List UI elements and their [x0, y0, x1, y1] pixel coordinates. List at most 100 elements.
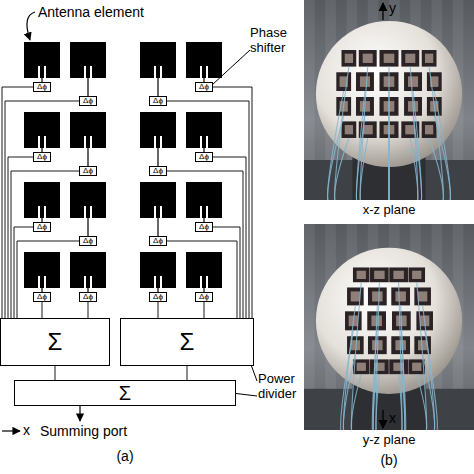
conformal-patch — [370, 359, 389, 374]
coax-cable — [423, 305, 435, 430]
photograph — [304, 0, 474, 200]
coax-cable — [343, 354, 355, 430]
phase-shifter-box: Δϕ — [195, 152, 213, 162]
inset-slot — [84, 136, 86, 148]
conformal-patch — [341, 121, 356, 138]
patch-center — [357, 271, 366, 279]
phase-shift-symbol: Δϕ — [153, 167, 163, 175]
inset-slot — [160, 136, 162, 148]
phase-shifter-box: Δϕ — [33, 82, 51, 92]
coax-cable — [360, 138, 368, 200]
inset-slot — [200, 66, 202, 78]
coax-cable — [425, 330, 438, 430]
coax-cable — [373, 354, 377, 430]
feed-line — [87, 66, 88, 96]
inset-slot — [206, 276, 208, 288]
feed-wire — [42, 302, 43, 318]
inset-slot — [44, 136, 46, 148]
conformal-patch — [368, 287, 387, 305]
conformal-patch — [379, 50, 398, 67]
feed-line — [203, 136, 204, 152]
coax-cable — [335, 138, 349, 200]
phase-shifter-box: Δϕ — [195, 222, 213, 232]
conformal-patch — [427, 72, 442, 91]
axis-arrow — [382, 410, 383, 428]
phase-shift-symbol: Δϕ — [83, 293, 93, 301]
inset-slot — [200, 276, 202, 288]
phase-shifter-box: Δϕ — [195, 292, 213, 302]
patch-center — [418, 291, 427, 301]
phase-shifter-box: Δϕ — [195, 82, 213, 92]
inset-slot — [84, 276, 86, 288]
feed-wire — [8, 157, 33, 318]
panel-label: (a) — [110, 448, 140, 464]
phase-shifter-box: Δϕ — [33, 152, 51, 162]
callout-label: Phase shifter — [250, 26, 300, 56]
conformal-patch — [347, 287, 364, 305]
inset-slot — [154, 276, 156, 288]
axis-label: x — [389, 410, 403, 426]
axis-label: x — [23, 422, 37, 438]
feed-line — [87, 206, 88, 236]
conformal-patch — [353, 267, 370, 282]
inset-slot — [154, 136, 156, 148]
feed-wire — [88, 302, 89, 318]
conformal-patch — [370, 267, 389, 282]
feed-line — [203, 206, 204, 222]
coax-cable — [388, 91, 389, 200]
feed-line — [41, 276, 42, 292]
patch-center — [408, 76, 418, 86]
sphere — [316, 248, 462, 394]
power-divider-box: Σ — [0, 318, 110, 366]
patch-center — [393, 271, 403, 279]
callout-label: Antenna element — [38, 4, 168, 20]
view-caption: y-z plane — [329, 433, 449, 448]
coax-cable — [429, 138, 443, 200]
feed-wire — [2, 87, 33, 318]
inset-slot — [44, 206, 46, 218]
phase-shifter-box: Δϕ — [79, 292, 97, 302]
conformal-patch — [414, 287, 431, 305]
feed-line — [203, 276, 204, 292]
feed-wire — [213, 227, 240, 318]
coax-cable — [351, 374, 361, 430]
patch-center — [345, 125, 353, 134]
inset-slot — [160, 206, 162, 218]
coax-cable — [388, 67, 389, 200]
coax-cable — [399, 374, 402, 430]
phase-shifter-box: Δϕ — [149, 292, 167, 302]
patch-center — [412, 363, 421, 371]
coax-cable — [410, 138, 418, 200]
inset-slot — [160, 66, 162, 78]
inset-slot — [160, 276, 162, 288]
feed-wire — [204, 302, 205, 318]
inset-slot — [154, 206, 156, 218]
inset-slot — [38, 136, 40, 148]
inset-slot — [90, 206, 92, 218]
conformal-patch — [356, 72, 374, 91]
feed-wire — [167, 101, 249, 318]
patch-center — [395, 291, 405, 301]
inset-slot — [38, 206, 40, 218]
conformal-patch — [404, 72, 422, 91]
feed-wire — [167, 171, 243, 318]
phase-shift-symbol: Δϕ — [153, 97, 163, 105]
inset-slot — [154, 66, 156, 78]
patch-center — [360, 76, 370, 86]
coax-cable — [423, 354, 435, 430]
phase-shifter-box: Δϕ — [79, 166, 97, 176]
conformal-patch — [422, 121, 437, 138]
feed-wire — [158, 302, 159, 318]
conformal-patch — [389, 267, 408, 282]
phase-shift-symbol: Δϕ — [83, 237, 93, 245]
feed-line — [203, 66, 204, 82]
feed-line — [157, 66, 158, 96]
output-arrow — [79, 406, 80, 421]
feed-wire — [55, 366, 56, 380]
conformal-patch — [391, 287, 410, 305]
photograph — [304, 224, 474, 430]
coax-cable — [351, 282, 361, 430]
feed-line — [41, 136, 42, 152]
patch-center — [412, 271, 421, 279]
phase-shifter-box: Δϕ — [149, 236, 167, 246]
